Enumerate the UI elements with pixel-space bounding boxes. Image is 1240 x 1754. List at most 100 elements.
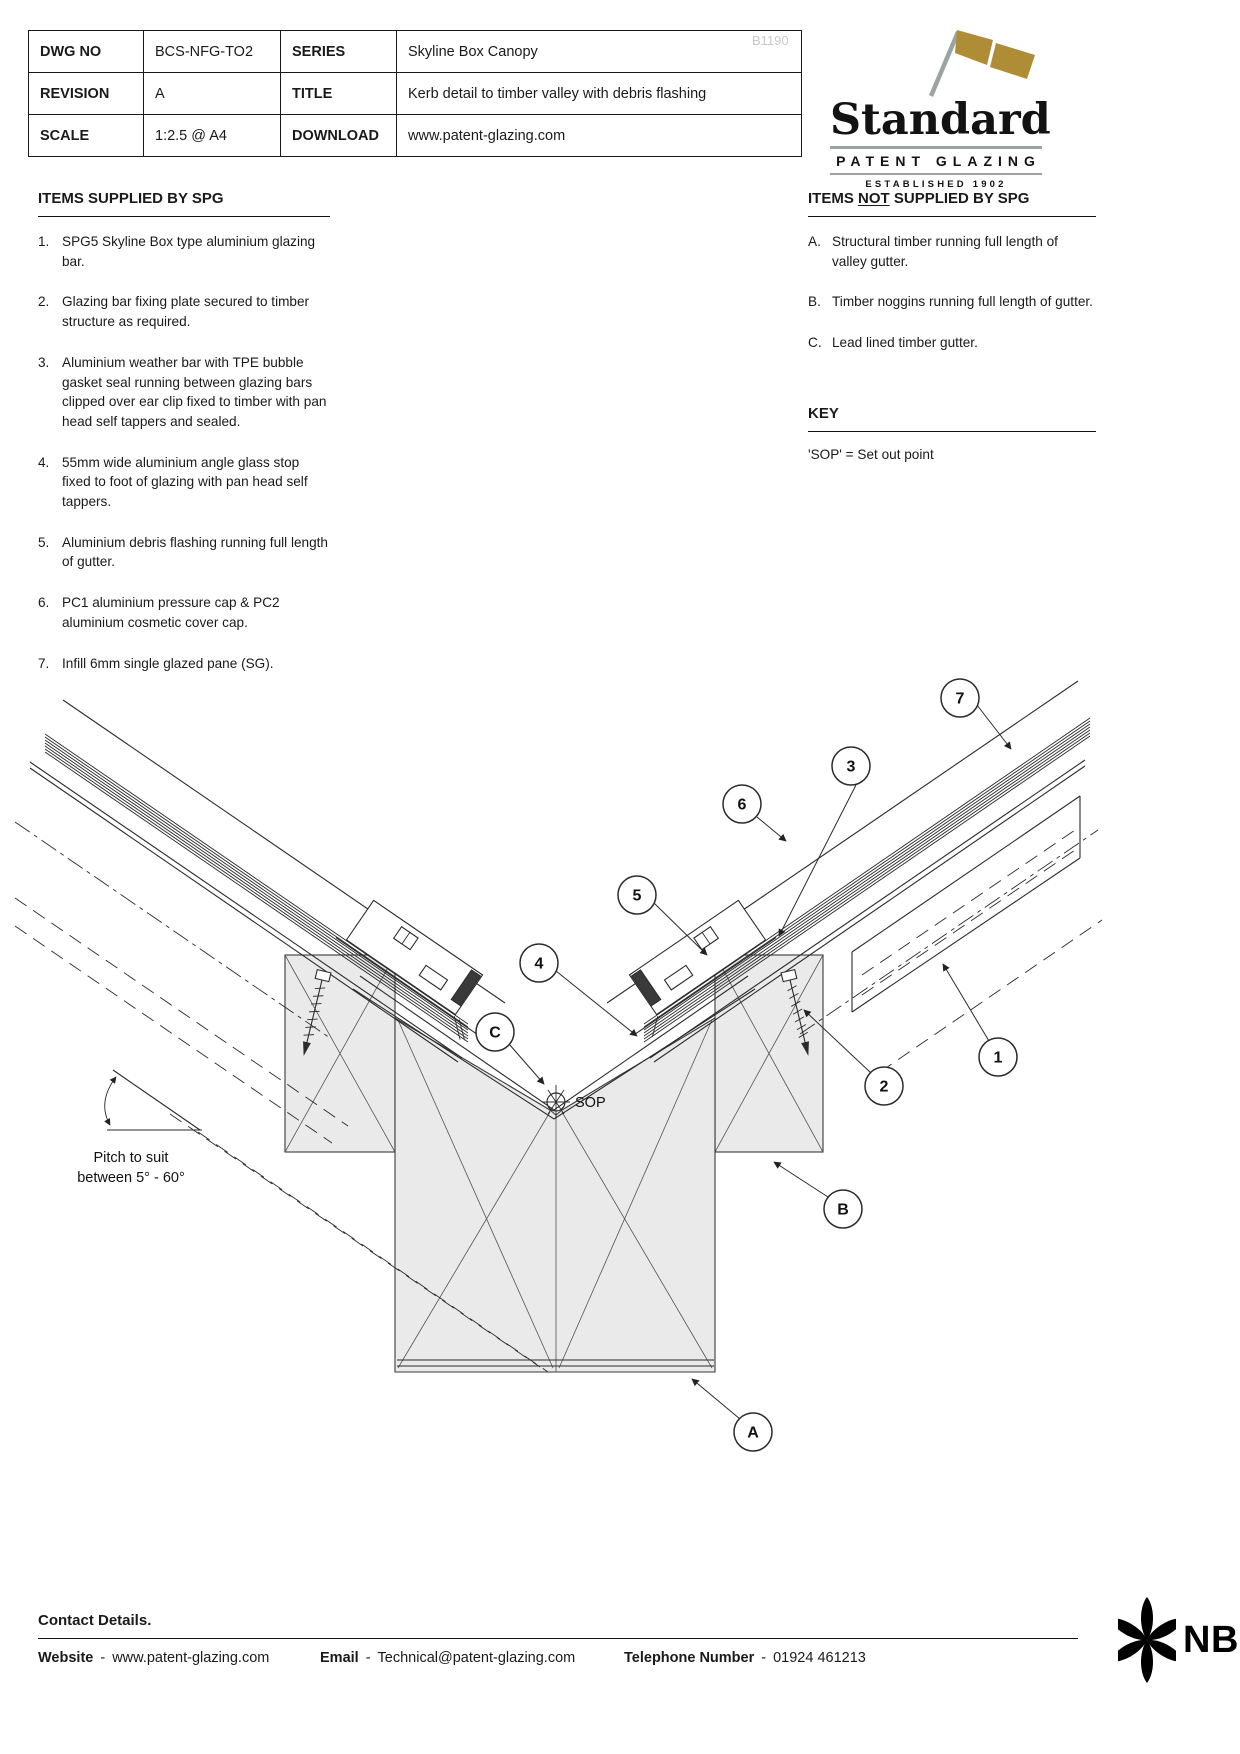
item-text: PC1 aluminium pressure cap & PC2 alumini… — [62, 595, 280, 630]
kerb-flashing-band — [851, 795, 1081, 1013]
list-item: 2. Glazing bar fixing plate secured to t… — [38, 292, 330, 331]
scale-label: SCALE — [29, 115, 144, 156]
series-value: Skyline Box Canopy — [397, 31, 801, 73]
item-text: Lead lined timber gutter. — [832, 335, 978, 351]
title-block-table: DWG NO BCS-NFG-TO2 SERIES Skyline Box Ca… — [28, 30, 802, 157]
list-item: B. Timber noggins running full length of… — [808, 292, 1096, 312]
email-value[interactable]: Technical@patent-glazing.com — [377, 1650, 576, 1666]
pitch-text-line2: between 5° - 60° — [77, 1170, 185, 1186]
screw-right-icon — [780, 968, 809, 1056]
item-letter: C. — [808, 335, 822, 351]
title-value: Kerb detail to timber valley with debris… — [397, 73, 801, 115]
balloon-7: 7 — [940, 678, 980, 718]
items-not-supplied-rule — [808, 216, 1096, 217]
item-number: 1. — [38, 234, 50, 249]
logo-subtitle: PATENT GLAZING — [836, 152, 1041, 169]
svg-text:7: 7 — [956, 691, 965, 708]
svg-text:4: 4 — [535, 956, 544, 973]
list-item: 7. Infill 6mm single glazed pane (SG). — [38, 654, 330, 674]
revision-value: A — [144, 73, 281, 115]
balloon-3: 3 — [831, 746, 871, 786]
item-text: Timber noggins running full length of gu… — [832, 294, 1093, 310]
company-logo: Standard PATENT GLAZING ESTABLISHED 1902 — [830, 26, 1051, 190]
sop-label: SOP — [575, 1095, 606, 1111]
website-label: Website — [38, 1650, 94, 1666]
phone-value: 01924 461213 — [773, 1650, 866, 1666]
heading-prefix: ITEMS — [808, 190, 859, 207]
list-item: 6. PC1 aluminium pressure cap & PC2 alum… — [38, 593, 330, 632]
key-entry: 'SOP' = Set out point — [808, 446, 934, 462]
title-label: TITLE — [281, 73, 397, 115]
logo-rule-bottom — [830, 172, 1042, 175]
item-text: Infill 6mm single glazed pane (SG). — [62, 655, 274, 671]
svg-text:C: C — [489, 1025, 501, 1042]
balloon-B: B — [823, 1189, 863, 1229]
flag-icon — [928, 30, 1035, 97]
items-not-supplied-heading: ITEMS NOT SUPPLIED BY SPG — [808, 190, 1096, 207]
contact-email: Email-Technical@patent-glazing.com — [320, 1650, 575, 1666]
list-item: 1. SPG5 Skyline Box type aluminium glazi… — [38, 232, 330, 271]
email-label: Email — [320, 1650, 359, 1666]
key-section: KEY 'SOP' = Set out point — [808, 405, 1096, 462]
glazing-bar-section-right — [628, 899, 777, 1037]
item-number: 2. — [38, 294, 50, 310]
list-item: 5. Aluminium debris flashing running ful… — [38, 533, 330, 572]
balloon-A: A — [733, 1412, 773, 1452]
sheet-watermark: B1190 — [752, 33, 789, 48]
scale-value: 1:2.5 @ A4 — [144, 115, 281, 156]
separator: - — [761, 1650, 767, 1666]
phone-label: Telephone Number — [624, 1650, 755, 1666]
item-number: 4. — [38, 454, 50, 470]
item-text: SPG5 Skyline Box type aluminium glazing … — [62, 234, 316, 269]
timber-noggin-left — [284, 954, 396, 1153]
item-number: 3. — [38, 354, 50, 370]
glazing-bar-section-left — [335, 899, 484, 1041]
nbs-logo: NBS — [1118, 1594, 1240, 1686]
valley-timber — [394, 1017, 716, 1373]
balloon-4: 4 — [519, 943, 559, 983]
download-label: DOWNLOAD — [281, 115, 397, 156]
valley-gutter-lining — [352, 975, 756, 1120]
pitch-text-line1: Pitch to suit — [94, 1150, 169, 1166]
series-label: SERIES — [281, 31, 397, 73]
download-url[interactable]: www.patent-glazing.com — [408, 127, 566, 144]
nbs-flower-icon — [1118, 1597, 1176, 1683]
contact-rule — [38, 1638, 1078, 1639]
item-text: 55mm wide aluminium angle glass stop fix… — [62, 454, 308, 510]
heading-suffix: SUPPLIED BY SPG — [889, 190, 1030, 207]
svg-text:A: A — [747, 1425, 759, 1442]
technical-drawing: SOP Pitch to suit between 5° - 60° 7 3 6 — [14, 678, 1103, 1452]
contact-heading: Contact Details. — [38, 1612, 152, 1629]
contact-website: Website-www.patent-glazing.com — [38, 1650, 269, 1666]
items-supplied-rule — [38, 216, 330, 217]
balloon-C: C — [475, 1012, 515, 1052]
svg-text:B: B — [837, 1202, 849, 1219]
list-item: C. Lead lined timber gutter. — [808, 333, 1096, 353]
list-item: 3. Aluminium weather bar with TPE bubble… — [38, 353, 330, 432]
svg-text:5: 5 — [633, 888, 642, 905]
item-text: Structural timber running full length of… — [832, 234, 1058, 269]
item-number: 5. — [38, 534, 50, 550]
item-number: 7. — [38, 655, 50, 671]
key-heading: KEY — [808, 404, 839, 422]
logo-established: ESTABLISHED 1902 — [865, 179, 1007, 190]
leader-lines — [508, 704, 1012, 1420]
svg-text:3: 3 — [847, 759, 856, 776]
svg-text:2: 2 — [880, 1079, 889, 1096]
contact-phone: Telephone Number-01924 461213 — [624, 1650, 866, 1666]
dwg-no-value: BCS-NFG-TO2 — [144, 31, 281, 73]
item-text: Aluminium weather bar with TPE bubble ga… — [62, 354, 327, 429]
items-not-supplied-section: ITEMS NOT SUPPLIED BY SPG A. Structural … — [808, 190, 1096, 462]
pitch-annotation: Pitch to suit between 5° - 60° — [77, 1069, 202, 1186]
svg-text:6: 6 — [738, 797, 747, 814]
balloon-1: 1 — [978, 1037, 1018, 1077]
screw-left-icon — [303, 968, 332, 1056]
dwg-no-label: DWG NO — [29, 31, 144, 73]
heading-not: NOT — [858, 190, 890, 207]
svg-text:1: 1 — [994, 1050, 1003, 1067]
balloon-5: 5 — [617, 875, 657, 915]
website-value[interactable]: www.patent-glazing.com — [112, 1650, 270, 1666]
separator: - — [365, 1650, 371, 1666]
right-slope-glazing — [606, 680, 1103, 1073]
logo-wordmark: Standard — [830, 95, 1051, 145]
